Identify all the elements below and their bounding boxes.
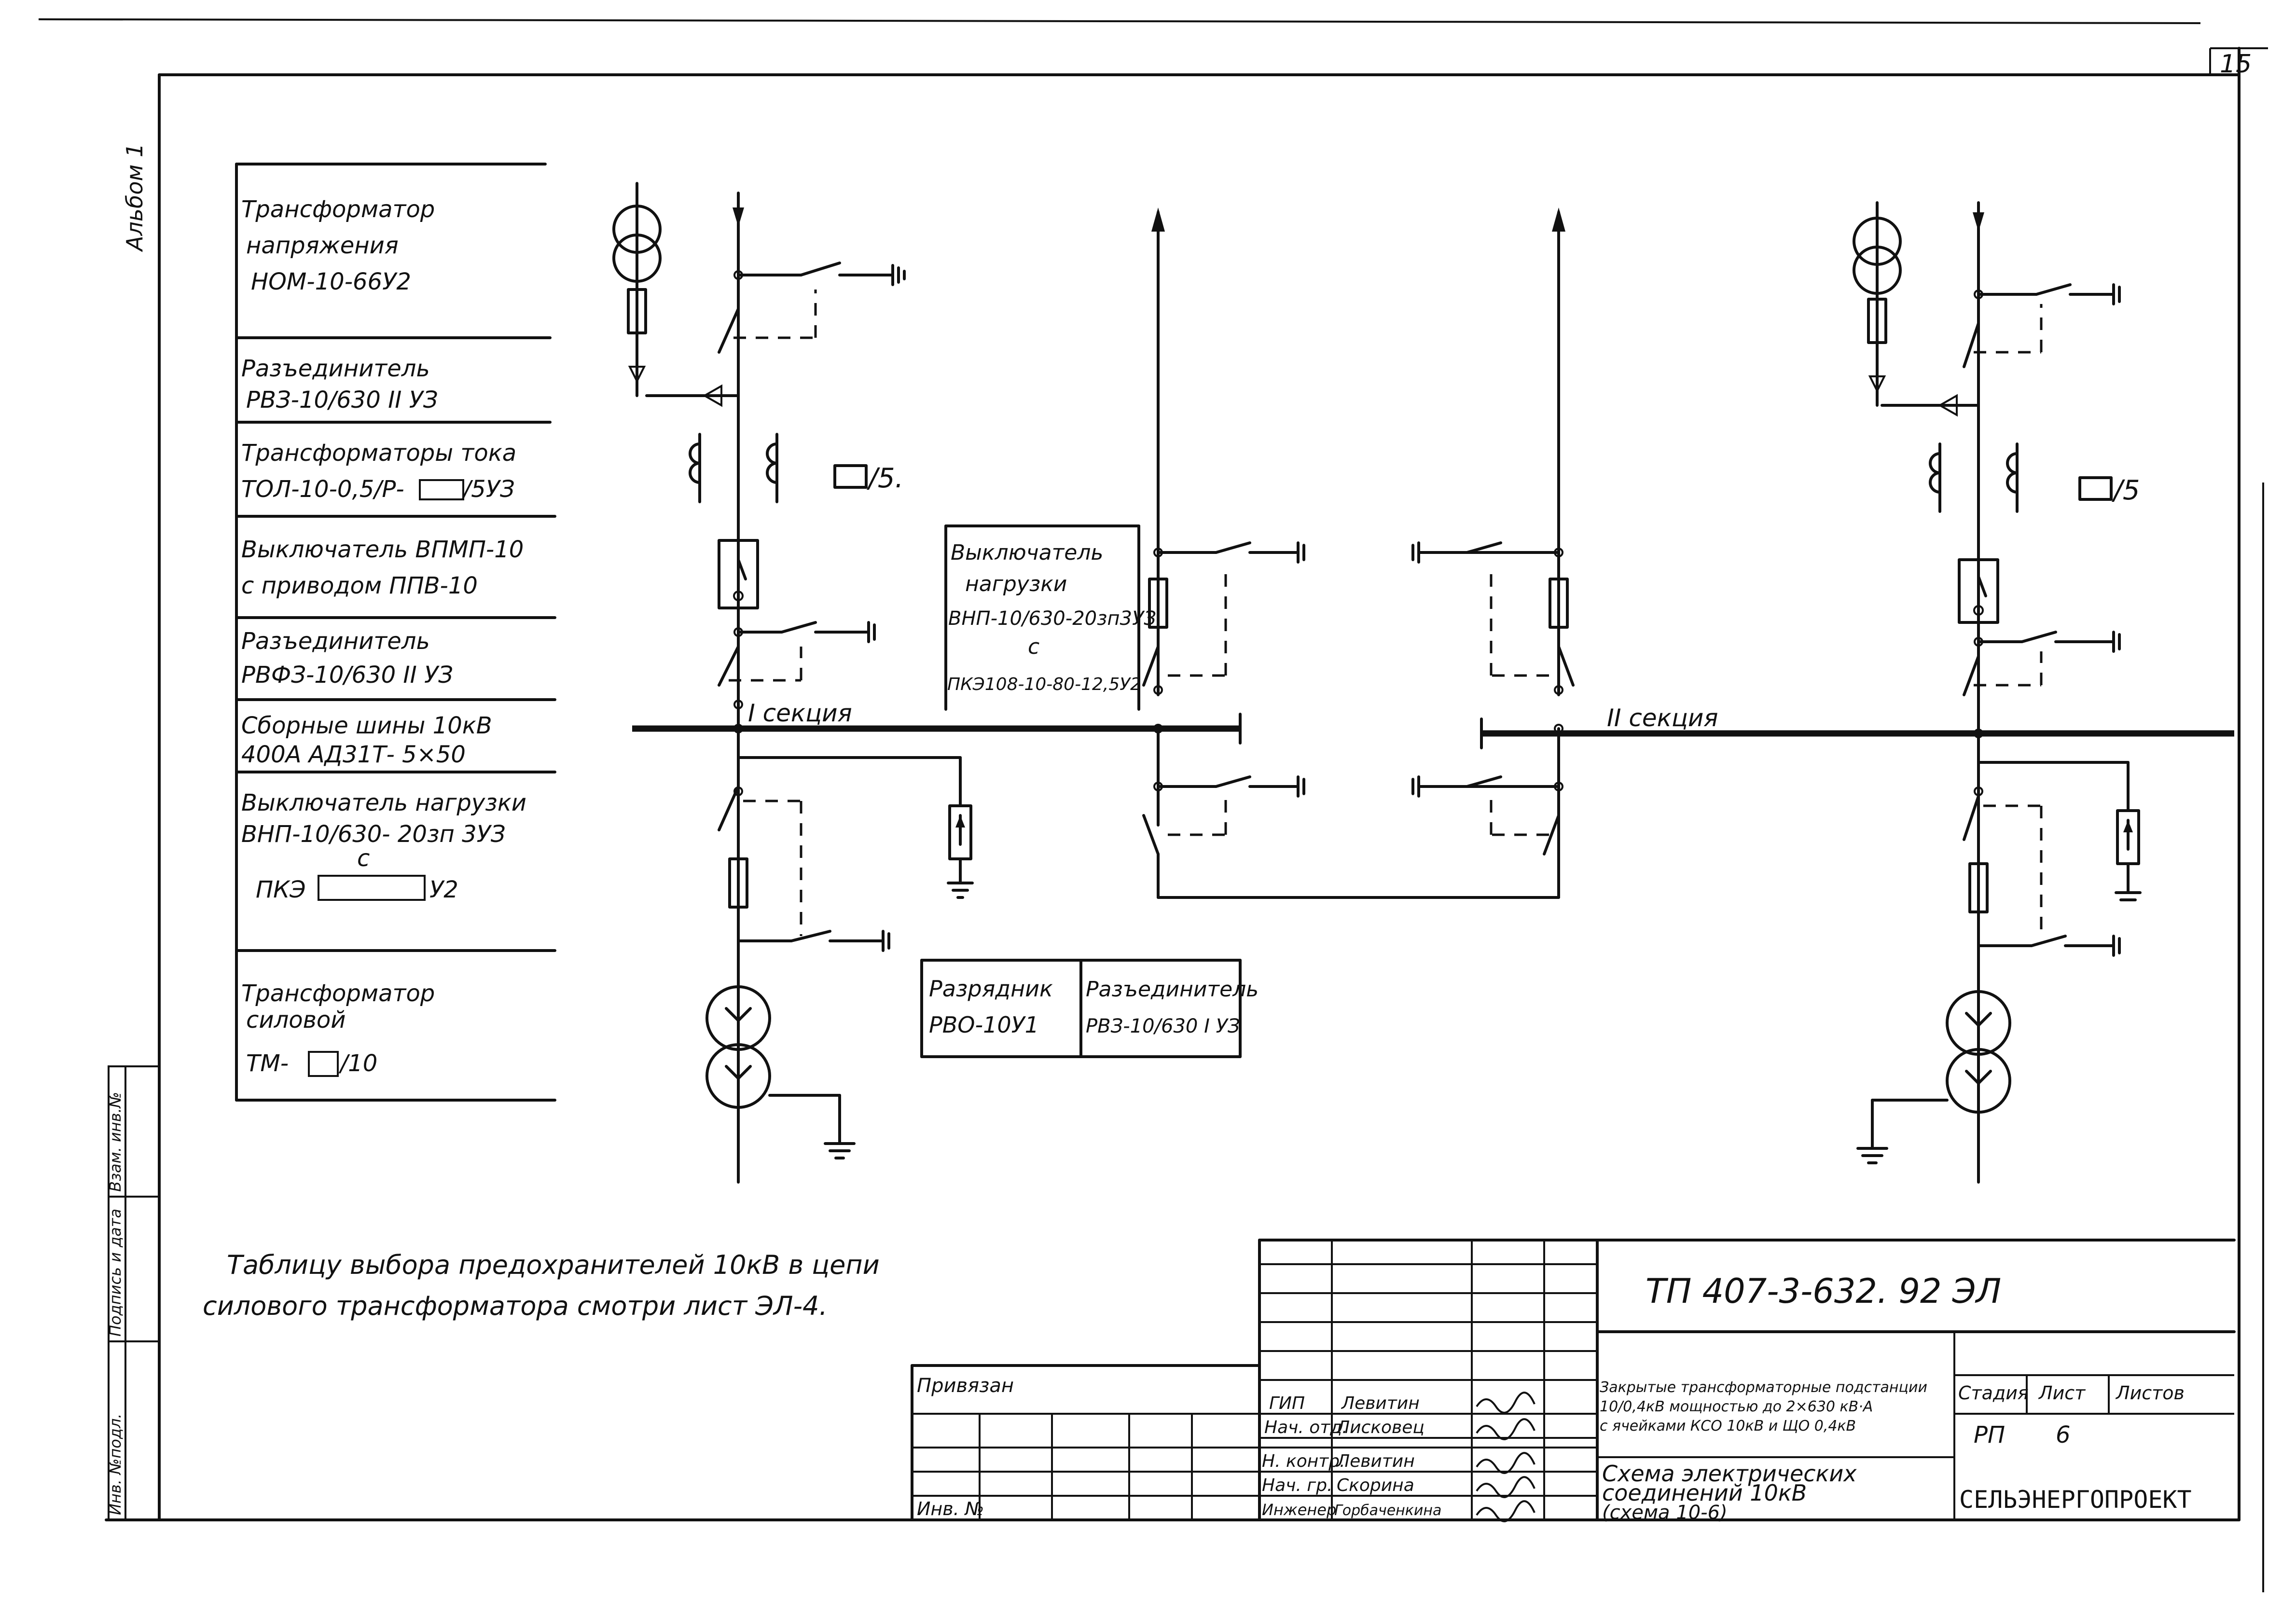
- arrester-col2-head: Разъединитель: [1086, 977, 1259, 1002]
- section-1-label: I секция: [748, 699, 852, 727]
- legend-disc2-line2: РВФЗ-10/630 II УЗ: [241, 662, 453, 689]
- sheet-frame: [38, 18, 2268, 1592]
- name-n-kontr: Левитин: [1336, 1451, 1415, 1471]
- legend-cb-line1: Выключатель ВПМП-10: [241, 536, 524, 563]
- legend-ct-line2b: /5УЗ: [461, 476, 515, 503]
- legend-texts: Трансформатор напряжения НОМ-10-66У2 Раз…: [241, 196, 526, 1077]
- signatures: [1476, 1392, 1535, 1522]
- legend-ls-line1: Выключатель нагрузки: [241, 789, 526, 816]
- feeder-left-input: /5.: [612, 182, 974, 1184]
- side-stamp: Инв. №подл. Подпись и дата Взам. инв.№: [106, 1065, 160, 1521]
- legend-table: [235, 163, 556, 1102]
- legend-ls-line2: ВНП-10/630- 20зп 3УЗ: [241, 821, 506, 848]
- privyazan-label: Привязан: [917, 1375, 1014, 1397]
- legend-ls-line3: с: [357, 845, 370, 872]
- project-desc-line2: 10/0,4кВ мощностью до 2×630 кВ·А: [1600, 1398, 1873, 1415]
- section-2-label: II секция: [1607, 704, 1718, 732]
- legend-disc1-line2: РВЗ-10/630 II УЗ: [246, 386, 438, 414]
- org-name: СЕЛЬЭНЕРГОПРОЕКТ: [1959, 1486, 2192, 1514]
- legend-ct-blank-box: [419, 479, 464, 500]
- busbars: I секция II секция: [632, 699, 2234, 749]
- role-gip: ГИП: [1269, 1393, 1305, 1413]
- legend-bus-line2: 400А АД31Т- 5×50: [241, 741, 466, 768]
- legend-ls-blank-box: [318, 875, 426, 901]
- stage-value: РП: [1974, 1421, 2005, 1448]
- legend-tr-line1: Трансформатор: [241, 980, 435, 1007]
- ct-ratio-right: /5: [2111, 475, 2140, 506]
- sheet-title-line2: соединений 10кВ: [1602, 1480, 1807, 1506]
- feeder-mid-right: [1411, 207, 1575, 899]
- doc-code: ТП 407-3-632. 92 ЭЛ: [1646, 1271, 2001, 1311]
- role-nach-otd: Нач. отд.: [1264, 1418, 1348, 1437]
- legend-tr-line3a: ТМ-: [246, 1050, 289, 1077]
- legend-vt-line3: НОМ-10-66У2: [251, 268, 411, 295]
- legend-tr-blank-box: [308, 1051, 339, 1077]
- project-desc-line1: Закрытые трансформаторные подстанции: [1600, 1379, 1927, 1396]
- sheet-title: Схема электрических соединений 10кВ (схе…: [1602, 1461, 1857, 1524]
- note-line1: Таблицу выбора предохранителей 10кВ в це…: [227, 1250, 880, 1280]
- legend-ls-line4b: У2: [429, 876, 458, 903]
- project-desc-line3: с ячейками КСО 10кВ и ЩО 0,4кВ: [1600, 1418, 1856, 1435]
- feeder-mid-left: [1142, 207, 1560, 899]
- note-line2: силового трансформатора смотри лист ЭЛ-4…: [203, 1291, 828, 1321]
- title-roles: ГИП Левитин Нач. отд. Лисковец Н. контр.…: [1262, 1393, 1441, 1519]
- side-stamp-vzam: Взам. инв.№: [106, 1092, 124, 1192]
- legend-disc2-line1: Разъединитель: [241, 628, 430, 655]
- stage-head: Стадия: [1958, 1382, 2029, 1404]
- legend-bus-line1: Сборные шины 10кВ: [241, 712, 492, 739]
- callout-line4: с: [1028, 635, 1039, 659]
- note: Таблицу выбора предохранителей 10кВ в це…: [203, 1250, 880, 1321]
- inv-no-label: Инв. №: [917, 1498, 984, 1519]
- sheets-head: Листов: [2115, 1382, 2185, 1404]
- callout-line3: ВНП-10/630-20зп3УЗ: [948, 607, 1156, 630]
- role-inzhener: Инженер: [1262, 1501, 1336, 1519]
- ct-ratio-left: /5.: [866, 463, 903, 494]
- arrester-col1-head: Разрядник: [929, 976, 1053, 1002]
- name-nach-gr: Скорина: [1337, 1476, 1414, 1495]
- callout-line1: Выключатель: [951, 540, 1103, 565]
- arrester-col1-val: РВО-10У1: [929, 1012, 1039, 1038]
- legend-vt-line1: Трансформатор: [241, 196, 435, 223]
- load-switch-callout: Выключатель нагрузки ВНП-10/630-20зп3УЗ …: [944, 524, 1156, 711]
- arrester-col2-val: РВЗ-10/630 I УЗ: [1086, 1015, 1240, 1037]
- name-nach-otd: Лисковец: [1336, 1418, 1425, 1437]
- legend-vt-line2: напряжения: [246, 232, 399, 259]
- role-nach-gr: Нач. гр.: [1262, 1476, 1333, 1495]
- sheet-title-line1: Схема электрических: [1602, 1461, 1857, 1487]
- name-gip: Левитин: [1341, 1393, 1420, 1413]
- legend-ct-line2: ТОЛ-10-0,5/Р-: [241, 476, 404, 503]
- callout-line2: нагрузки: [965, 572, 1067, 596]
- title-block: [911, 1239, 2236, 1521]
- name-inzhener: Горбаченкина: [1334, 1502, 1441, 1519]
- album-label: Альбом 1: [122, 143, 148, 252]
- legend-ct-line1: Трансформаторы тока: [241, 440, 516, 467]
- legend-cb-line2: с приводом ППВ-10: [241, 572, 478, 599]
- sheet-head: Лист: [2038, 1382, 2086, 1404]
- legend-tr-line3b: /10: [338, 1050, 377, 1077]
- sheet-value: 6: [2056, 1421, 2071, 1448]
- legend-tr-line2: силовой: [246, 1007, 346, 1034]
- arrester-table: Разрядник РВО-10У1 Разъединитель РВЗ-10/…: [920, 959, 1259, 1058]
- role-n-kontr: Н. контр.: [1262, 1451, 1345, 1471]
- legend-ls-line4a: ПКЭ: [256, 876, 306, 903]
- feeder-right-input: /5: [1853, 201, 2142, 1184]
- project-description: Закрытые трансформаторные подстанции 10/…: [1600, 1379, 1927, 1435]
- side-stamp-inv-podl: Инв. №подл.: [106, 1413, 124, 1515]
- sheet-title-line3: (схема 10-6): [1602, 1502, 1728, 1524]
- legend-disc1-line1: Разъединитель: [241, 355, 430, 382]
- callout-line5: ПКЭ108-10-80-12,5У2: [947, 675, 1141, 694]
- side-stamp-podpis: Подпись и дата: [106, 1209, 124, 1337]
- page-number: 15: [2220, 50, 2252, 79]
